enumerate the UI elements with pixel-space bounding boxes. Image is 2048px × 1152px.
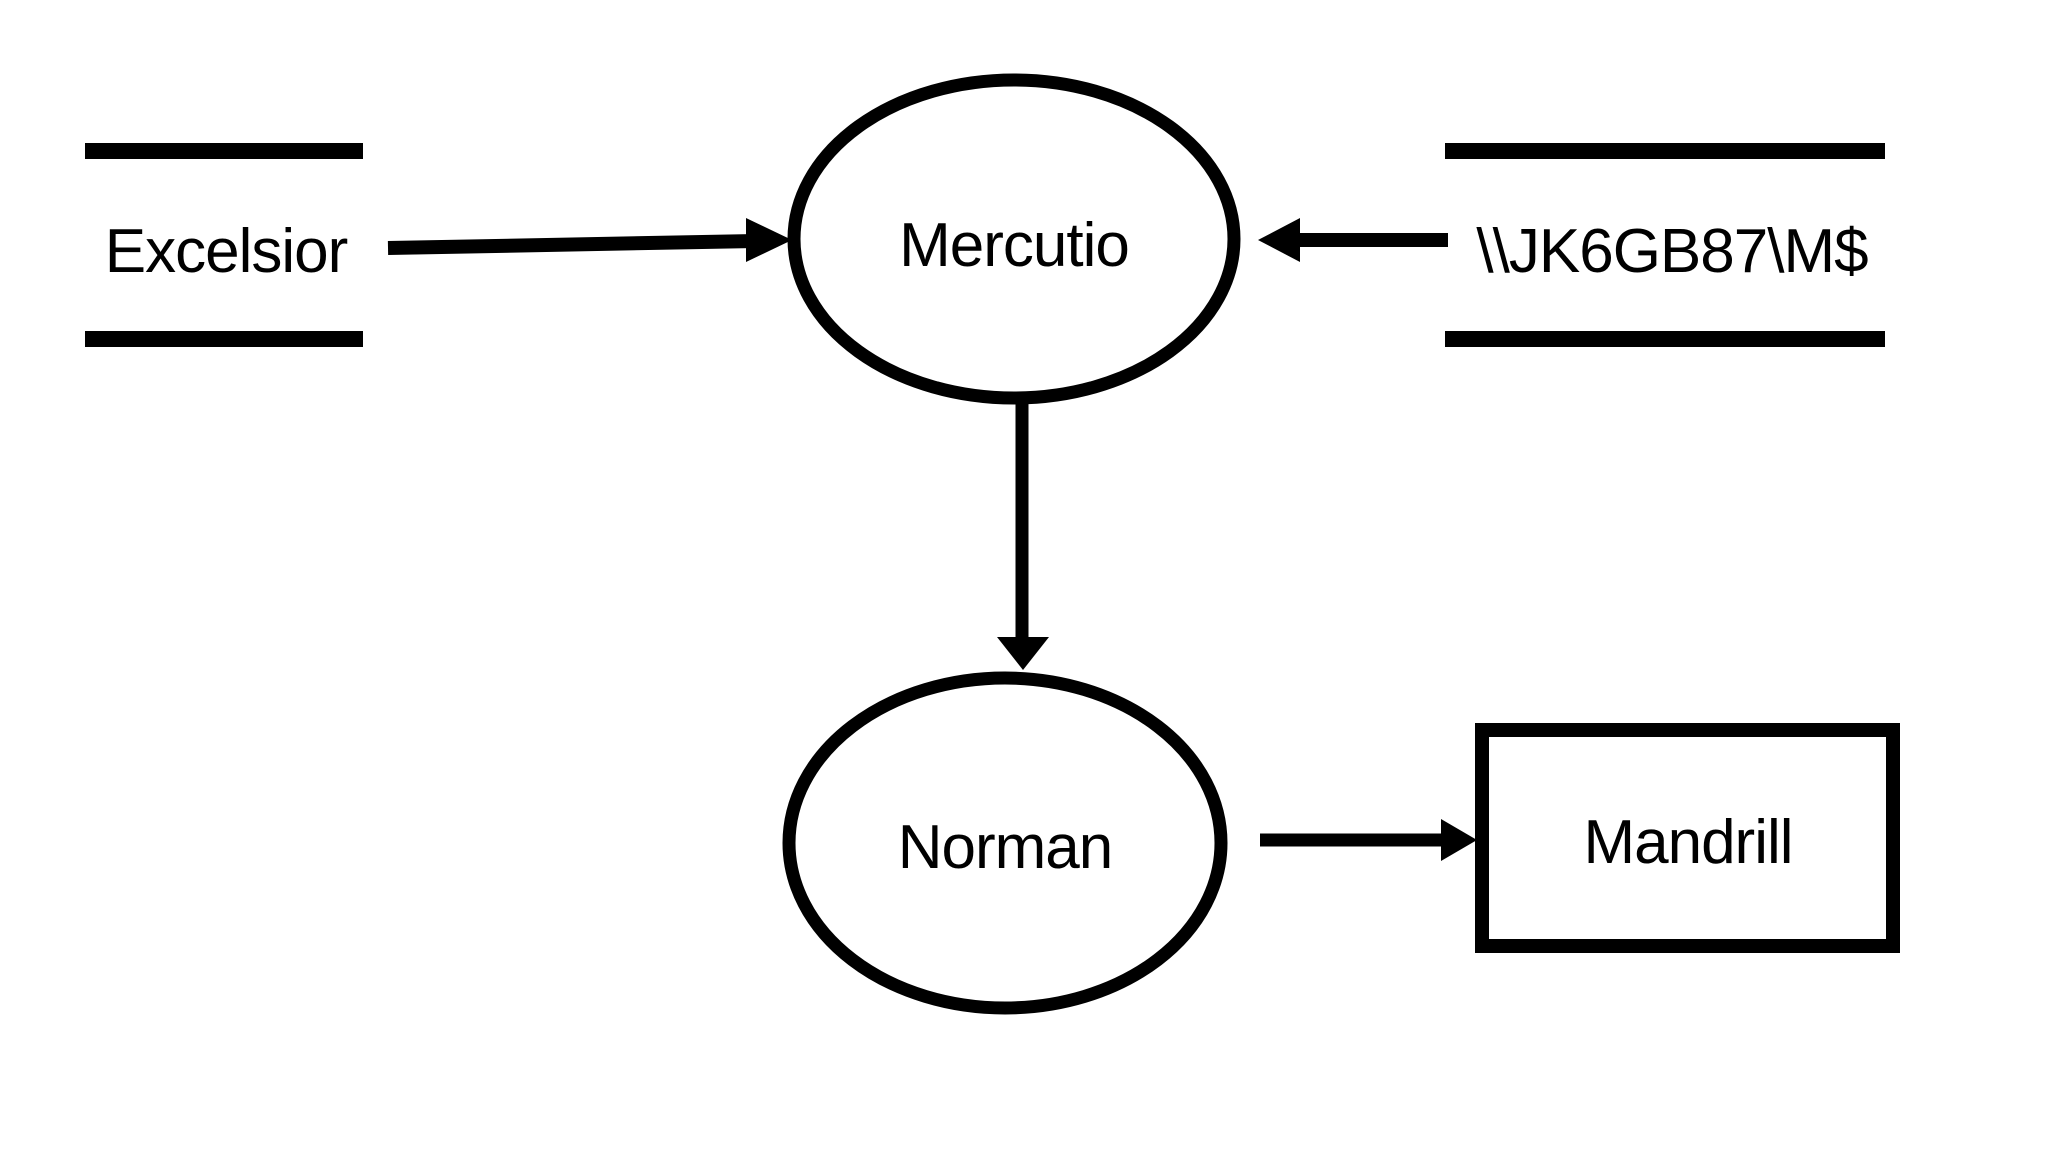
node-excelsior-label: Excelsior [105,217,348,286]
node-mercutio: Mercutio [787,73,1241,405]
edge-excelsior-to-mercutio-arrowhead-icon [746,218,792,262]
edge-share-to-mercutio-arrowhead-icon [1258,218,1300,262]
node-mandrill: Mandrill [1475,723,1900,953]
node-mandrill-rect [1475,723,1900,953]
edge-mercutio-to-norman-arrowhead-icon [997,637,1049,670]
node-excelsior: Excelsior [85,143,363,347]
edge-excelsior-to-mercutio-line [387,234,757,255]
node-mercutio-ellipse [787,73,1241,405]
node-mercutio-label: Mercutio [899,211,1129,280]
node-jk6gb87-share-top-bar [1445,143,1885,159]
node-norman: Norman [782,671,1228,1015]
edge-norman-to-mandrill-arrowhead-icon [1441,819,1477,861]
node-excelsior-bottom-bar [85,331,363,347]
edge-excelsior-to-mercutio [387,218,792,262]
edge-share-to-mercutio [1258,218,1448,262]
node-norman-label: Norman [898,813,1113,882]
node-jk6gb87-share-label: \\JK6GB87\M$ [1476,217,1868,286]
edge-norman-to-mandrill [1260,819,1477,861]
node-excelsior-top-bar [85,143,363,159]
node-jk6gb87-share: \\JK6GB87\M$ [1445,143,1885,347]
node-mandrill-label: Mandrill [1583,808,1792,877]
node-norman-ellipse [782,671,1228,1015]
node-jk6gb87-share-bottom-bar [1445,331,1885,347]
edge-mercutio-to-norman [997,400,1049,670]
